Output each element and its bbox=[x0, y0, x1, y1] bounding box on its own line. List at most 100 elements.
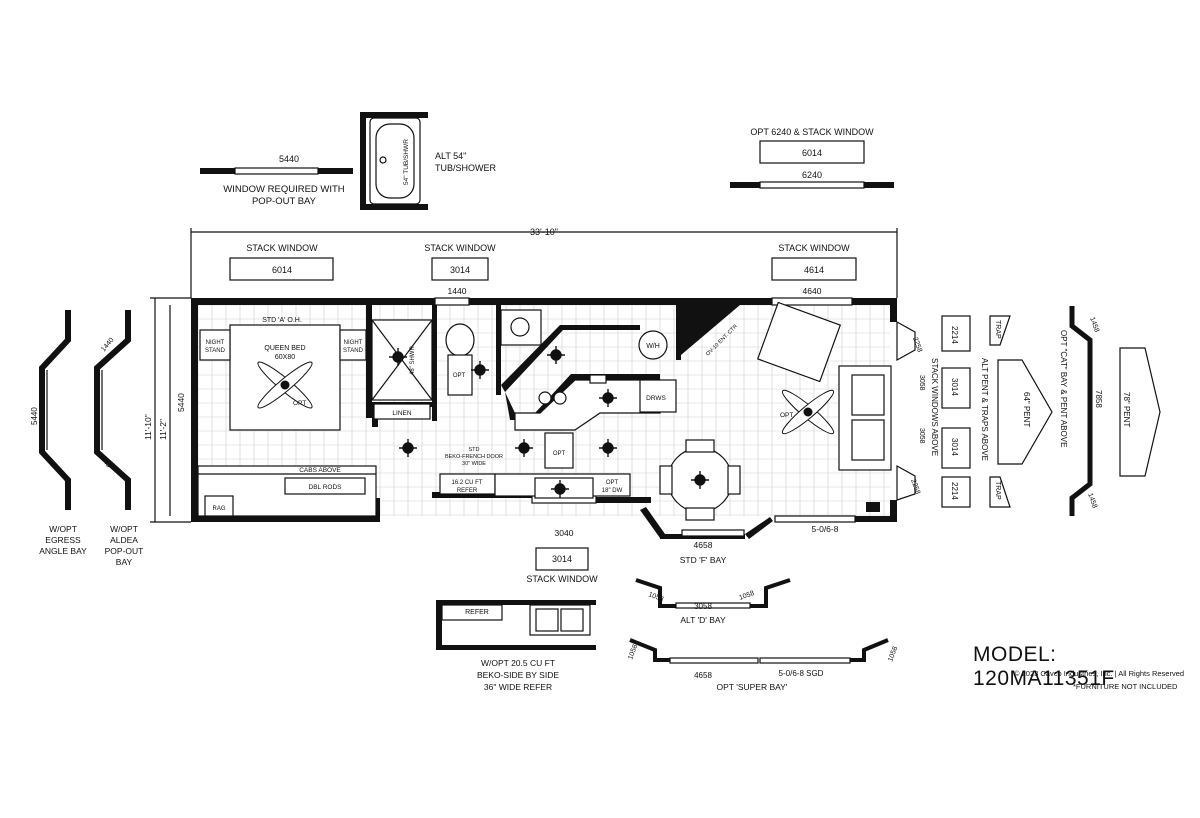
egress-3: ANGLE BAY bbox=[39, 546, 87, 556]
ceiling-fan-living-icon bbox=[781, 389, 835, 435]
stack-window-2-label: STACK WINDOW bbox=[424, 243, 496, 253]
dbl-rods bbox=[284, 477, 366, 495]
stack-window-boxes bbox=[229, 140, 865, 571]
right-3014-b: 3014 bbox=[950, 438, 959, 456]
bottom-refer-label: REFER bbox=[465, 609, 489, 616]
dimension-lines bbox=[150, 228, 898, 523]
alt-tub-size: 54" TUB/SHWR bbox=[403, 139, 410, 185]
side-5440: 5440 bbox=[176, 393, 186, 412]
dim-2258-bottom: 2258 bbox=[909, 478, 921, 495]
super-1058-right: 1058 bbox=[887, 646, 899, 663]
ceiling-light-icon bbox=[551, 480, 569, 498]
right-bay-options bbox=[941, 306, 1161, 516]
refer-note-1: STD bbox=[469, 447, 480, 453]
alt-tub-label-2: TUB/SHOWER bbox=[435, 163, 497, 173]
stack-window-2-size: 3014 bbox=[450, 265, 470, 275]
linen-closet bbox=[373, 403, 431, 420]
furniture-note: *FURNITURE NOT INCLUDED bbox=[1073, 682, 1178, 691]
overall-length: 33'-10" bbox=[530, 227, 558, 237]
light-fixtures bbox=[389, 346, 709, 498]
night-stand-left-l1: NIGHT bbox=[206, 340, 225, 346]
opt-cabinet bbox=[447, 354, 473, 396]
aldea-3: POP-OUT bbox=[105, 546, 144, 556]
alt-pent: ALT PENT & TRAPS ABOVE bbox=[980, 358, 989, 461]
egress-2: EGRESS bbox=[45, 535, 81, 545]
night-stand-left bbox=[199, 329, 231, 361]
super-4658: 4658 bbox=[694, 671, 712, 680]
cabs-above: CABS ABOVE bbox=[299, 467, 341, 474]
dim-3040: 3040 bbox=[555, 528, 574, 538]
sbs-note-3: 36" WIDE REFER bbox=[484, 682, 552, 692]
bottom-stack-label: STACK WINDOW bbox=[526, 574, 598, 584]
top-window-detail bbox=[200, 167, 894, 189]
refer-label: REFER bbox=[457, 488, 478, 494]
ceiling-light-icon bbox=[471, 361, 489, 379]
ceiling-light-icon bbox=[515, 439, 533, 457]
toilet bbox=[445, 323, 475, 357]
drws-label: DRWS bbox=[646, 395, 666, 402]
model-number: MODEL: 120MA11351F bbox=[973, 643, 1115, 690]
dbl-rods: DBL RODS bbox=[309, 484, 343, 491]
trap-top: TRAP bbox=[994, 320, 1001, 339]
opt-stack-upper: 6014 bbox=[802, 148, 822, 158]
refer-note-3: 30" WIDE bbox=[462, 461, 486, 467]
ceiling-light-icon bbox=[547, 346, 565, 364]
right-3014-a: 3014 bbox=[950, 378, 959, 396]
bed-size-label: 60X80 bbox=[275, 354, 295, 361]
dim-7858: 7858 bbox=[1094, 390, 1103, 408]
dim-1458-top: 1458 bbox=[1088, 316, 1100, 333]
opt-fan-bed: OPT bbox=[293, 400, 306, 407]
night-stand-right-l1: NIGHT bbox=[344, 340, 363, 346]
aldea-1: W/OPT bbox=[110, 524, 138, 534]
refer-size: 16.2 CU FT bbox=[451, 480, 482, 486]
left-bay-options bbox=[39, 310, 131, 510]
std-f-bay: STD 'F' BAY bbox=[680, 555, 727, 565]
sgd-dim: 5-0/6-8 bbox=[812, 524, 839, 534]
dim-3058-bottom: 3058 bbox=[918, 428, 925, 444]
opt-light bbox=[544, 432, 574, 469]
aldea-2: ALDEA bbox=[110, 535, 138, 545]
right-2214-bottom: 2214 bbox=[950, 482, 959, 500]
bedroom bbox=[197, 324, 377, 517]
stack-window-1-label: STACK WINDOW bbox=[246, 243, 318, 253]
stack-window-3-size: 4614 bbox=[804, 265, 824, 275]
living-room bbox=[659, 301, 892, 521]
copyright: © 2023 Cavco Industries, Inc. | All Righ… bbox=[1014, 669, 1185, 678]
alt-tub-label-1: ALT 54" bbox=[435, 151, 466, 161]
refer-note-2: BEKO-FRENCH DOOR bbox=[445, 454, 503, 460]
dim-2258-top: 2258 bbox=[911, 336, 923, 353]
dim-3058-top: 3058 bbox=[918, 375, 925, 391]
shower-label: 48" SHWR bbox=[410, 346, 416, 375]
ceiling-light-icon bbox=[691, 471, 709, 489]
right-2214-top: 2214 bbox=[950, 326, 959, 344]
dim-1440-top: 1440 bbox=[448, 286, 467, 296]
alt-d-bay: ALT 'D' BAY bbox=[680, 615, 726, 625]
bed-oh: STD 'A' O.H. bbox=[262, 317, 302, 324]
opt-bath-label: OPT bbox=[453, 373, 466, 379]
width-outer: 11'-10" bbox=[143, 414, 153, 440]
ceiling-light-icon bbox=[599, 439, 617, 457]
queen-bed-label: QUEEN BED bbox=[264, 345, 305, 352]
ceiling-light-icon bbox=[399, 439, 417, 457]
rag-label: RAG bbox=[212, 506, 225, 512]
opt-dw: OPT bbox=[606, 480, 619, 486]
alt-d-1058-left: 1058 bbox=[647, 591, 664, 603]
egress-1: W/OPT bbox=[49, 524, 77, 534]
alt-tub-detail bbox=[360, 112, 428, 210]
aldea-4: BAY bbox=[116, 557, 133, 567]
dim-1458-bottom: 1458 bbox=[1086, 492, 1098, 509]
ceiling-light-icon bbox=[599, 389, 617, 407]
opt-cat-bay: OPT "CAT" BAY & PENT ABOVE bbox=[1059, 330, 1068, 447]
stack-window-1-size: 6014 bbox=[272, 265, 292, 275]
super-sgd: 5-0/6-8 SGD bbox=[779, 669, 824, 678]
armchair bbox=[756, 301, 842, 383]
wh-label: W/H bbox=[646, 343, 660, 350]
bottom-stack-size: 3014 bbox=[552, 554, 572, 564]
opt-stack-title: OPT 6240 & STACK WINDOW bbox=[750, 127, 874, 137]
water-heater bbox=[638, 330, 668, 360]
ceiling-light-icon bbox=[389, 348, 407, 366]
top-window-note-2: POP-OUT BAY bbox=[252, 196, 317, 207]
sbs-note-1: W/OPT 20.5 CU FT bbox=[481, 658, 555, 668]
top-window-size: 5440 bbox=[279, 154, 299, 164]
